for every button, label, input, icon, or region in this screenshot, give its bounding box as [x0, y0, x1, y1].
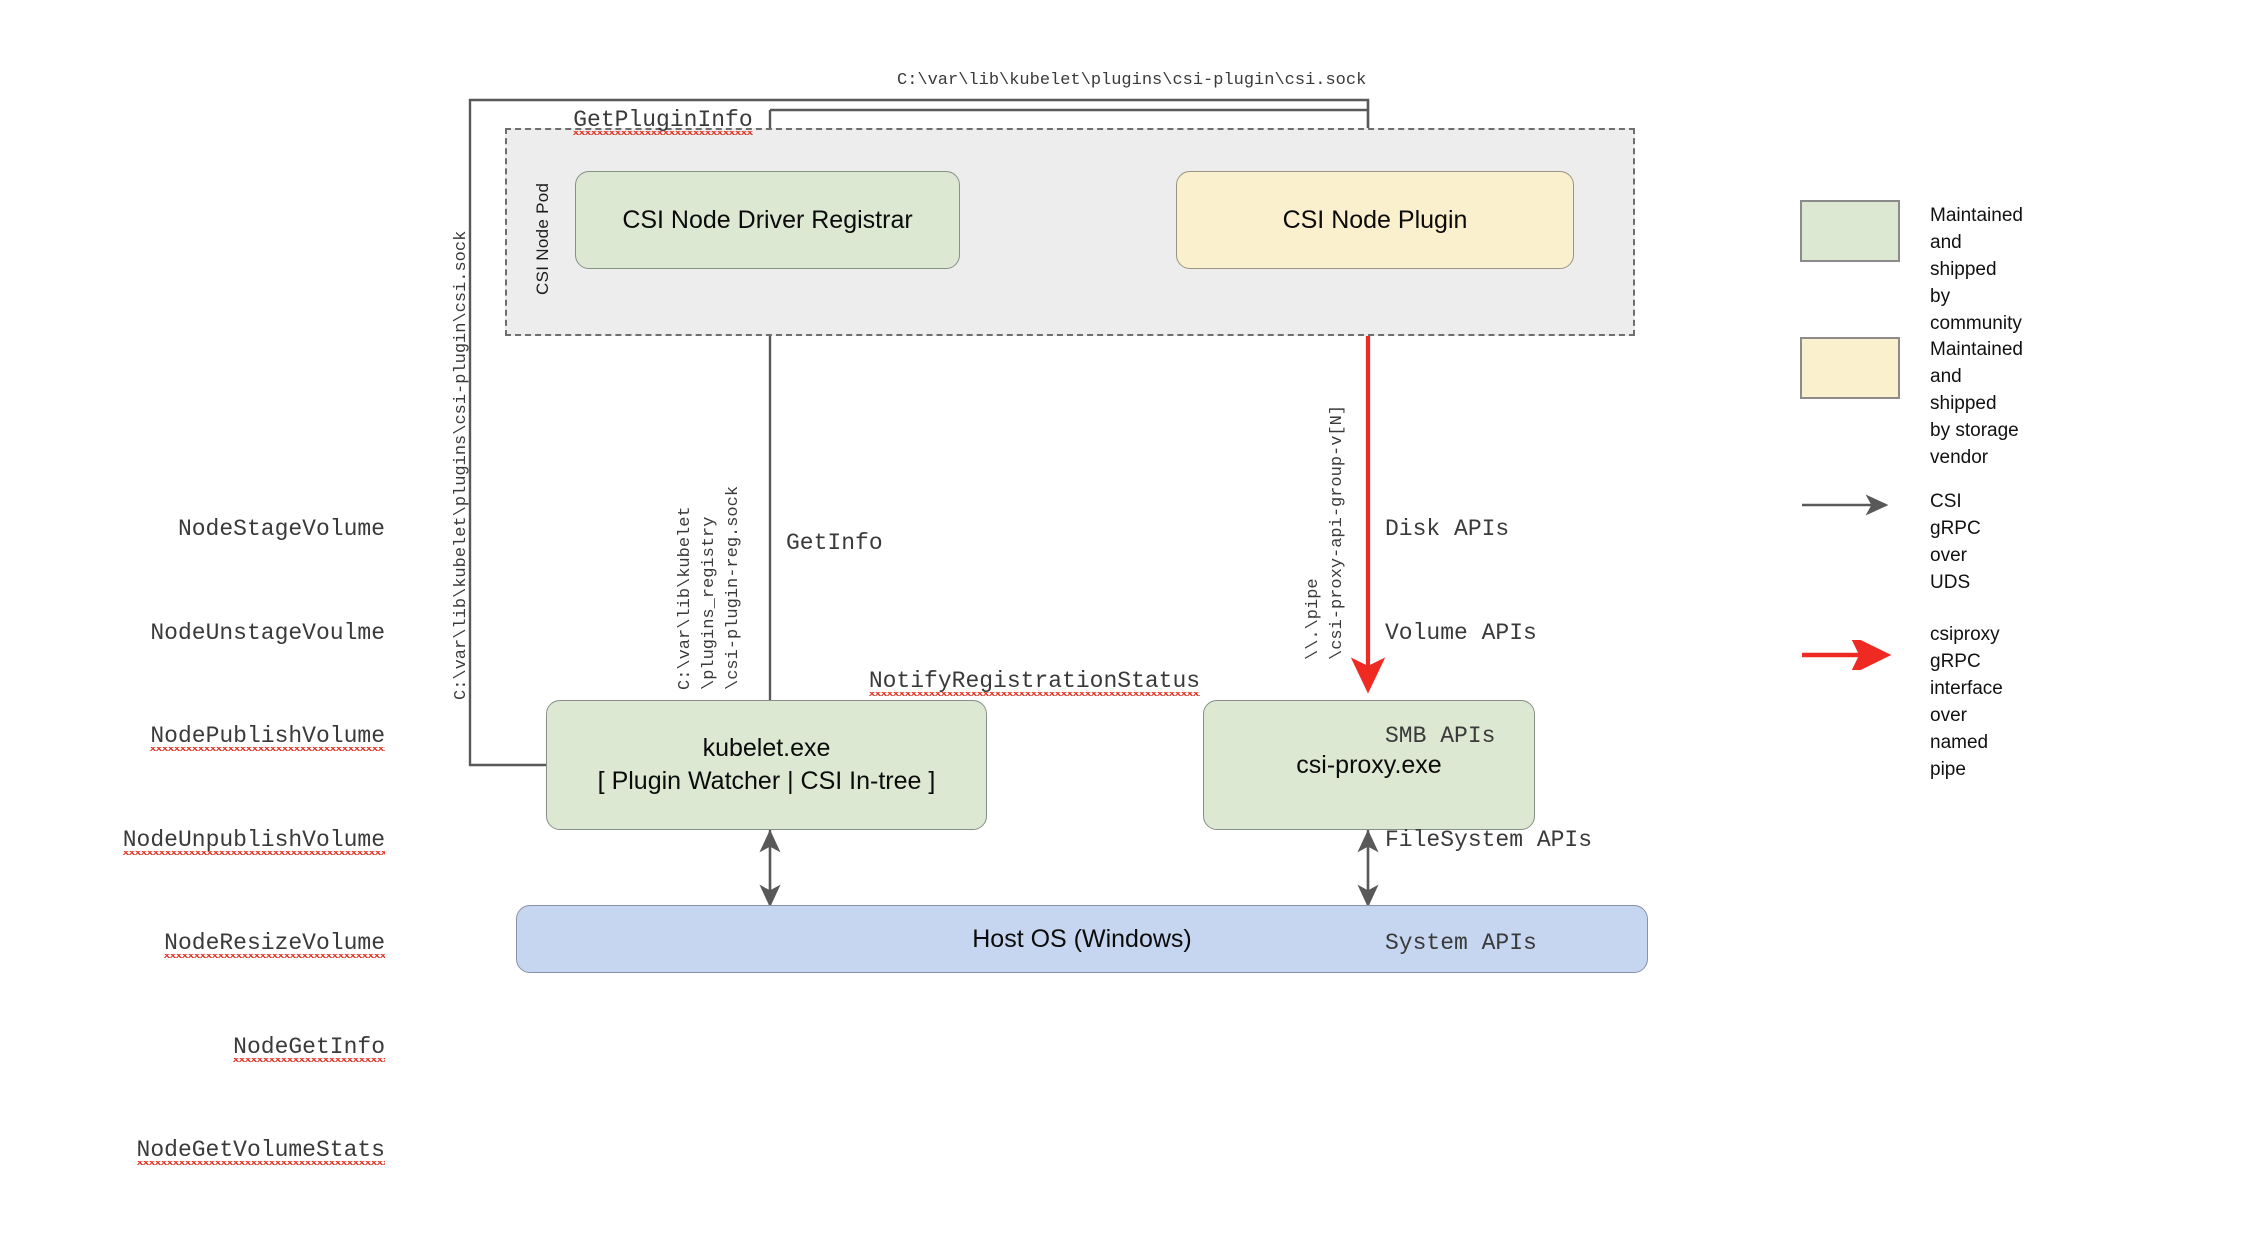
operation-item: NodeUnpublishVolume: [122, 826, 385, 853]
api-item: Disk APIs: [1385, 516, 1510, 542]
label-registration-calls: GetInfo NotifyRegistrationStatus: [786, 457, 1201, 802]
operation-item: NodeResizeVolume: [164, 930, 385, 956]
legend-swatch-storage-vendor: [1800, 337, 1900, 399]
operation-item: NodePublishVolume: [150, 723, 385, 749]
node-csi-node-driver-registrar[interactable]: CSI Node Driver Registrar: [575, 171, 960, 269]
label-registry-sock-line1: C:\var\lib\kubelet: [676, 506, 695, 690]
label-csi-sock-top: C:\var\lib\kubelet\plugins\csi-plugin\cs…: [897, 71, 1367, 90]
diagram-canvas: CSI Node Pod CSI Node Driver Registrar C…: [122, 68, 2023, 1163]
label-csi-sock-left: C:\var\lib\kubelet\plugins\csi-plugin\cs…: [452, 230, 471, 700]
api-item: SMB APIs: [1385, 723, 1496, 749]
node-label: CSI Node Driver Registrar: [622, 205, 913, 234]
legend-label-community: Maintained and shipped by community: [1930, 205, 2023, 334]
node-label: CSI Node Plugin: [1282, 205, 1468, 234]
label-named-pipe-line1: \\.\pipe: [1304, 578, 1323, 660]
legend-arrow-uds-icon: [1802, 494, 1889, 516]
registration-call-1: NotifyRegistrationStatus: [786, 630, 1201, 734]
kubelet-subtitle: [ Plugin Watcher | CSI In-tree ]: [597, 767, 936, 795]
legend-arrow-named-pipe-icon: [1802, 640, 1892, 670]
registration-call-0: GetInfo: [786, 530, 883, 556]
legend-label-csiproxy-grpc: csiproxy gRPC interface over named pipe: [1930, 624, 2003, 780]
label-named-pipe-line2: \csi-proxy-api-group-v[N]: [1328, 404, 1347, 660]
csi-node-pod-label: CSI Node Pod: [533, 182, 552, 295]
csi-node-operations-list: NodeStageVolume NodeUnstageVoulme NodePu…: [80, 443, 385, 1237]
node-host-os[interactable]: Host OS (Windows): [516, 905, 1648, 973]
registration-call-1-text: NotifyRegistrationStatus: [868, 668, 1201, 694]
operation-item: NodeStageVolume: [177, 516, 385, 542]
api-item: System APIs: [1385, 930, 1537, 956]
legend-swatch-community: [1800, 200, 1900, 262]
operation-item: NodeGetInfo: [233, 1033, 385, 1060]
node-csi-node-plugin[interactable]: CSI Node Plugin: [1176, 171, 1574, 269]
node-kubelet-exe[interactable]: kubelet.exe [ Plugin Watcher | CSI In-tr…: [546, 700, 987, 830]
label-get-plugin-info: GetPluginInfo: [518, 68, 753, 172]
label-registry-sock-line2: \plugins_registry: [700, 516, 719, 690]
node-label: Host OS (Windows): [972, 924, 1192, 953]
kubelet-title: kubelet.exe: [702, 734, 831, 762]
api-item: FileSystem APIs: [1385, 826, 1593, 853]
label-registry-sock-line3: \csi-plugin-reg.sock: [724, 485, 743, 690]
legend-label-csi-grpc-uds: CSI gRPC over UDS: [1930, 491, 1981, 593]
operation-item: NodeUnstageVoulme: [150, 619, 385, 646]
node-csi-proxy-exe[interactable]: csi-proxy.exe: [1203, 700, 1535, 830]
csi-proxy-api-list: Disk APIs Volume APIs SMB APIs FileSyste…: [1385, 443, 1592, 1030]
operation-item: NodeGetVolumeStats: [136, 1137, 385, 1163]
node-label: csi-proxy.exe: [1296, 750, 1442, 779]
legend-label-storage-vendor: Maintained and shipped by storage vendor: [1930, 339, 2023, 468]
get-plugin-info-text: GetPluginInfo: [573, 106, 753, 133]
api-item: Volume APIs: [1385, 619, 1537, 646]
